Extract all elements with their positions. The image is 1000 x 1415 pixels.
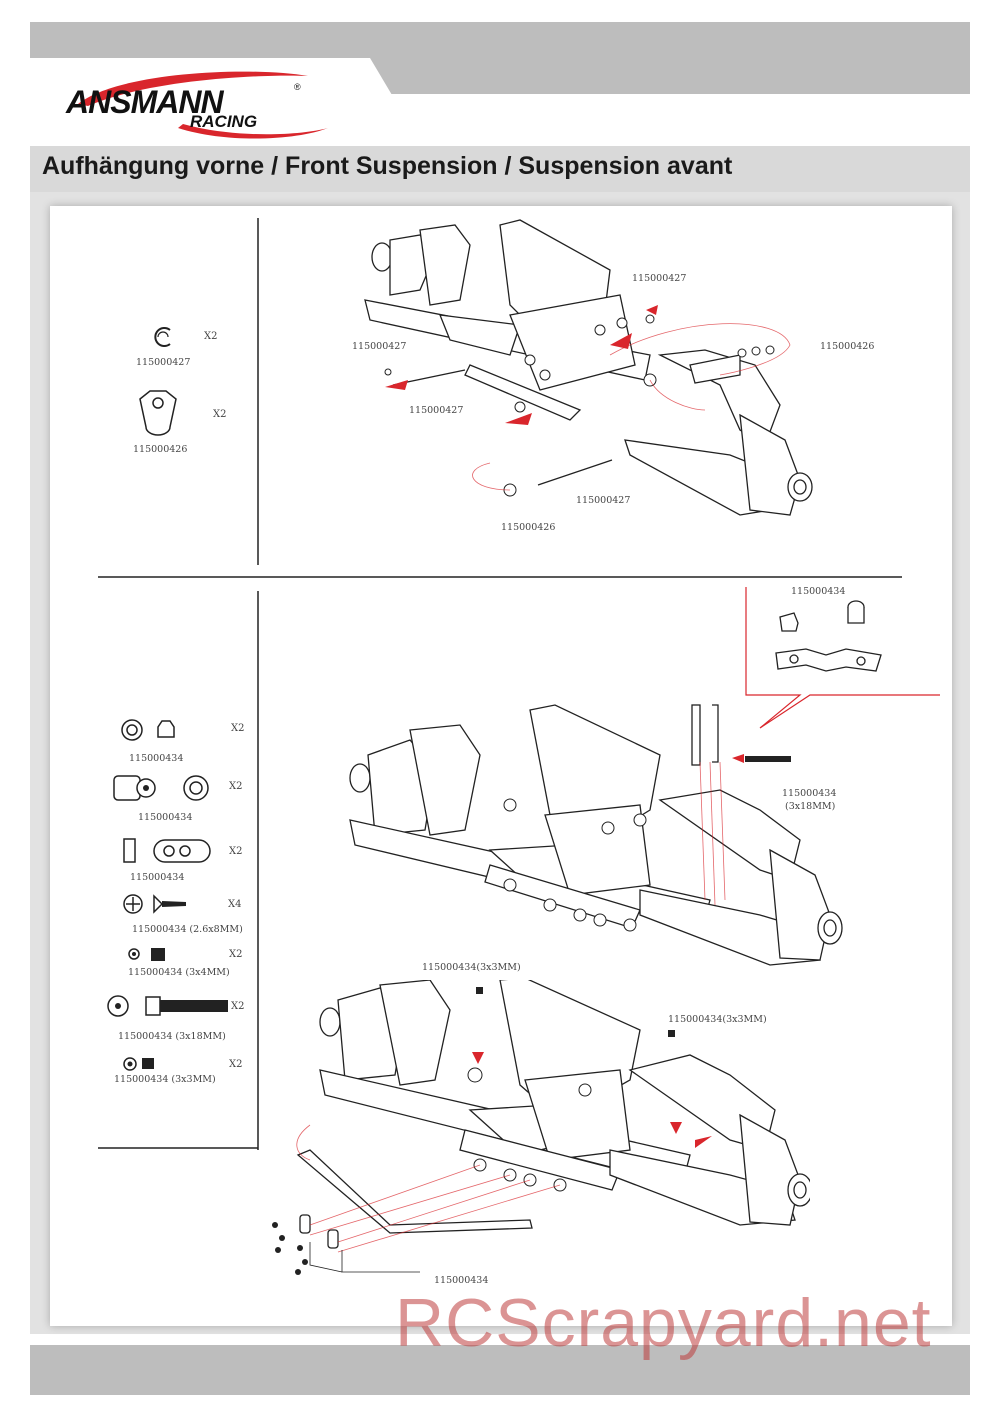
set-screw-3x3-icon	[123, 1057, 154, 1071]
step2-screw-callout-size: (3x18MM)	[785, 801, 836, 812]
step2-qty-6: X2	[231, 1001, 245, 1012]
set-screw-3x4-icon	[128, 948, 165, 961]
logo-subtitle: RACING	[190, 112, 258, 131]
phillips-screw-icon	[123, 894, 186, 914]
step2-qty-5: X2	[229, 949, 243, 960]
step2-qty-7: X2	[229, 1059, 243, 1070]
step2-left-setscrew-callout: 115000434(3x3MM)	[422, 962, 521, 973]
step1-callout-5: 115000427	[576, 495, 631, 506]
step1-callout-4: 115000427	[409, 405, 464, 416]
step2-qty-1: X2	[231, 723, 245, 734]
link-plate-icon	[123, 838, 211, 863]
logo-swoosh-icon	[78, 71, 328, 139]
ansmann-racing-logo: ANSMANN ® RACING	[58, 66, 338, 146]
step1-callout-2: 115000426	[820, 341, 875, 352]
step2-label-7: 115000434 (3x3MM)	[114, 1074, 216, 1085]
inset-link-detail	[775, 600, 882, 672]
step1-callout-1: 115000427	[632, 273, 687, 284]
clip-spacer-icon	[139, 390, 177, 436]
page-title: Aufhängung vorne / Front Suspension / Su…	[42, 152, 733, 180]
watermark: RCScrapyard.net	[395, 1285, 932, 1361]
step1-qty-1: X2	[204, 331, 218, 342]
step1-label-2: 115000426	[133, 444, 188, 455]
step2-label-3: 115000434	[130, 872, 185, 883]
inset-callout: 115000434	[791, 586, 846, 597]
step1-callout-3: 115000427	[352, 341, 407, 352]
footer-band	[30, 1345, 970, 1395]
step2-label-2: 115000434	[138, 812, 193, 823]
step2-label-1: 115000434	[129, 753, 184, 764]
logo-wordmark: ANSMANN	[66, 84, 224, 120]
header-band-cutout	[30, 58, 970, 104]
step2-label-5: 115000434 (3x4MM)	[128, 967, 230, 978]
step2-qty-3: X2	[229, 846, 243, 857]
step1-callout-6: 115000426	[501, 522, 556, 533]
step2-qty-2: X2	[229, 781, 243, 792]
ball-cup-icon	[113, 775, 209, 801]
step2-label-4: 115000434 (2.6x8MM)	[132, 924, 243, 935]
step2-qty-4: X4	[228, 899, 242, 910]
e-clip-icon	[154, 327, 171, 347]
step1-qty-2: X2	[213, 409, 227, 420]
step2-lower-assembly	[272, 980, 810, 1275]
step1-assembly-drawing	[364, 219, 813, 516]
step2-right-setscrew-callout: 115000434(3x3MM)	[668, 1014, 767, 1025]
logo-registered: ®	[294, 82, 301, 92]
step2-bottom-callout: 115000434	[434, 1275, 489, 1286]
step2-upper-assembly	[349, 704, 843, 966]
cap-screw-3x18-icon	[107, 995, 228, 1017]
step2-screw-callout-code: 115000434	[782, 788, 837, 799]
ball-stud-icon	[121, 719, 175, 741]
step1-label-1: 115000427	[136, 357, 191, 368]
step2-label-6: 115000434 (3x18MM)	[118, 1031, 226, 1042]
